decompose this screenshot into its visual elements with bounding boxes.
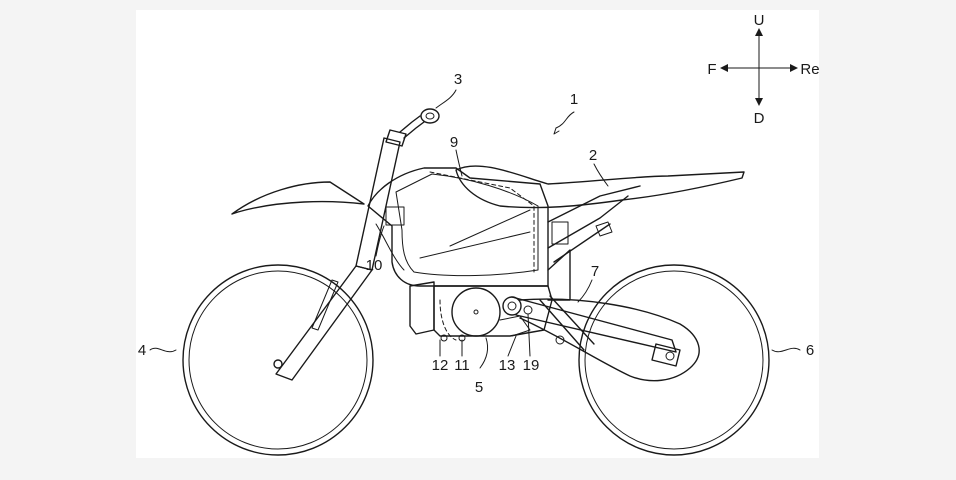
direction-compass: U D F Re	[707, 12, 819, 127]
label-4: 4	[138, 342, 146, 359]
label-10: 10	[366, 257, 383, 274]
front-wheel	[182, 264, 374, 456]
label-5: 5	[475, 379, 483, 396]
reference-numerals: 1 2 3 4 5 6 7 9 10 11 12 13 19	[138, 71, 814, 396]
label-13: 13	[499, 357, 516, 374]
rear-subframe	[547, 185, 641, 301]
front-fender	[231, 181, 365, 215]
seat	[455, 165, 745, 209]
frame-cover	[367, 167, 549, 287]
label-2: 2	[589, 147, 597, 164]
compass-rear-label: Re	[800, 61, 819, 78]
arrow-right-icon	[790, 64, 798, 72]
rear-wheel	[578, 264, 770, 456]
controller-box	[385, 206, 405, 226]
drive-unit	[409, 281, 553, 342]
label-9: 9	[450, 134, 458, 151]
label-6: 6	[806, 342, 814, 359]
arrow-left-icon	[720, 64, 728, 72]
label-19: 19	[523, 357, 540, 374]
leader-lines	[149, 89, 801, 369]
label-12: 12	[432, 357, 449, 374]
arrow-up-icon	[755, 28, 763, 36]
rear-shock	[523, 295, 595, 351]
label-11: 11	[454, 357, 470, 374]
arrow-down-icon	[755, 98, 763, 106]
label-3: 3	[454, 71, 462, 88]
compass-front-label: F	[707, 61, 716, 78]
front-fork	[275, 129, 407, 381]
motor-circle	[451, 287, 501, 337]
swing-arm	[502, 296, 700, 382]
compass-up-label: U	[754, 12, 765, 29]
handlebar	[399, 108, 440, 139]
controller-wire	[375, 223, 405, 271]
compass-down-label: D	[754, 110, 765, 127]
label-1: 1	[570, 91, 578, 108]
label-7: 7	[591, 263, 599, 280]
